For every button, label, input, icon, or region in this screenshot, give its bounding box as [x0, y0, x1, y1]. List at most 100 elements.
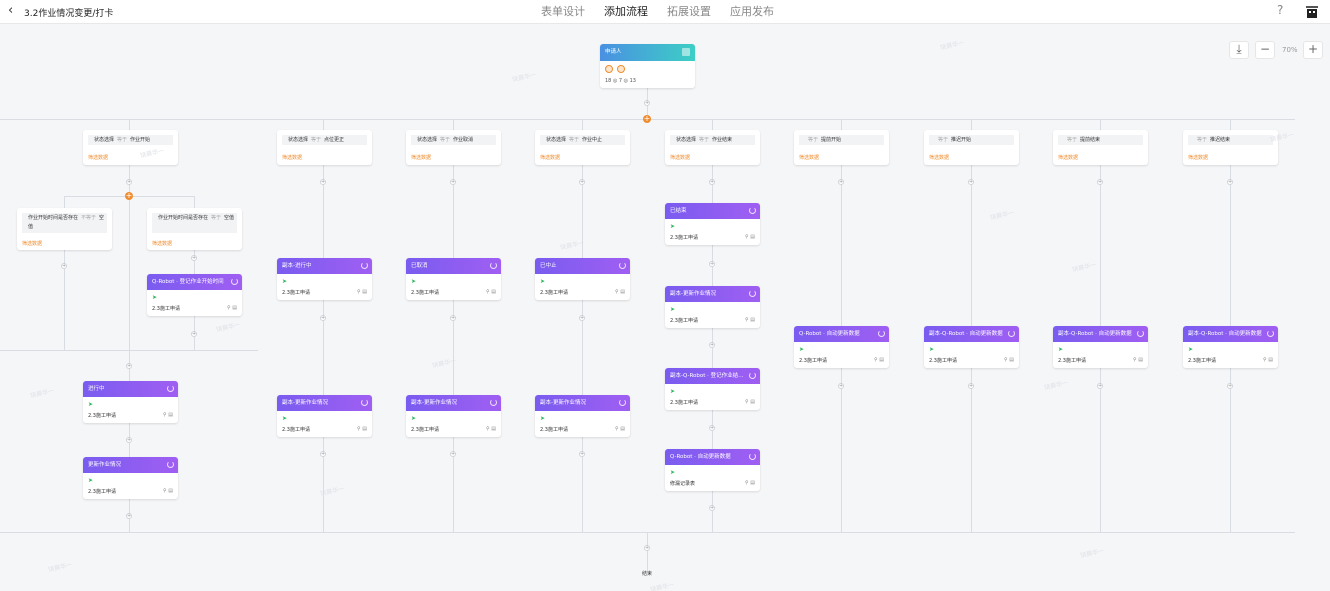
- condition-branch[interactable]: 状态选择等于作业开始筛选数据: [83, 130, 178, 165]
- node-actions-icon[interactable]: ⚲ ▤: [1263, 357, 1273, 363]
- filter-data-link[interactable]: 筛选数据: [411, 155, 432, 161]
- flow-node[interactable]: 更新作业情况➤2.3施工申请⚲ ▤: [83, 457, 178, 499]
- flow-node[interactable]: 已结束➤2.3施工申请⚲ ▤: [665, 203, 760, 245]
- back-icon[interactable]: ‹: [8, 3, 14, 18]
- add-node-button[interactable]: +: [644, 545, 650, 551]
- node-actions-icon[interactable]: ⚲ ▤: [745, 399, 755, 405]
- condition-branch[interactable]: 状态选择等于点位更正筛选数据: [277, 130, 372, 165]
- add-node-button[interactable]: +: [126, 437, 132, 443]
- add-node-button[interactable]: +: [450, 315, 456, 321]
- add-branch-button[interactable]: +: [643, 114, 651, 123]
- filter-data-link[interactable]: 筛选数据: [929, 155, 950, 161]
- condition-branch[interactable]: 等于提前结束筛选数据: [1053, 130, 1148, 165]
- filter-data-link[interactable]: 筛选数据: [282, 155, 303, 161]
- add-node-button[interactable]: +: [709, 425, 715, 431]
- node-actions-icon[interactable]: ⚲ ▤: [227, 305, 237, 311]
- flow-node[interactable]: Q-Robot · 登记作业开始时间➤2.3施工申请⚲ ▤: [147, 274, 242, 316]
- add-node-button[interactable]: +: [709, 261, 715, 267]
- add-node-button[interactable]: +: [968, 383, 974, 389]
- flow-node[interactable]: 副本-Q-Robot · 登记作业结…➤2.3施工申请⚲ ▤: [665, 368, 760, 410]
- tab-add-process[interactable]: 添加流程: [604, 5, 648, 18]
- flow-node[interactable]: 已中止➤2.3施工申请⚲ ▤: [535, 258, 630, 300]
- add-node-button[interactable]: +: [838, 179, 844, 185]
- add-node-button[interactable]: +: [1097, 179, 1103, 185]
- node-actions-icon[interactable]: ⚲ ▤: [745, 317, 755, 323]
- condition-branch[interactable]: 等于推迟开始筛选数据: [924, 130, 1019, 165]
- add-node-button[interactable]: +: [644, 100, 650, 106]
- filter-data-link[interactable]: 筛选数据: [540, 155, 561, 161]
- add-node-button[interactable]: +: [450, 179, 456, 185]
- flow-node[interactable]: 副本-进行中➤2.3施工申请⚲ ▤: [277, 258, 372, 300]
- filter-data-link[interactable]: 筛选数据: [22, 241, 43, 247]
- flow-node[interactable]: 副本-Q-Robot · 自动更新数据➤2.3施工申请⚲ ▤: [924, 326, 1019, 368]
- add-node-button[interactable]: +: [838, 383, 844, 389]
- node-actions-icon[interactable]: ⚲ ▤: [615, 289, 625, 295]
- help-icon[interactable]: ?: [1277, 3, 1284, 17]
- zoom-in-button[interactable]: +: [1303, 41, 1323, 59]
- flow-node[interactable]: 进行中➤2.3施工申请⚲ ▤: [83, 381, 178, 423]
- start-node[interactable]: 申请人 18 ◎ 7 ◎ 13: [600, 44, 695, 88]
- node-actions-icon[interactable]: ⚲ ▤: [1133, 357, 1143, 363]
- filter-data-link[interactable]: 筛选数据: [1188, 155, 1209, 161]
- node-actions-icon[interactable]: ⚲ ▤: [874, 357, 884, 363]
- node-actions-icon[interactable]: ⚲ ▤: [615, 426, 625, 432]
- add-node-button[interactable]: +: [709, 505, 715, 511]
- flow-node[interactable]: 副本-Q-Robot · 自动更新数据➤2.3施工申请⚲ ▤: [1053, 326, 1148, 368]
- flow-node[interactable]: 副本-更新作业情况➤2.3施工申请⚲ ▤: [535, 395, 630, 437]
- flow-node[interactable]: 副本-更新作业情况➤2.3施工申请⚲ ▤: [665, 286, 760, 328]
- node-actions-icon[interactable]: ⚲ ▤: [1004, 357, 1014, 363]
- flow-node[interactable]: 副本-更新作业情况➤2.3施工申请⚲ ▤: [406, 395, 501, 437]
- add-node-button[interactable]: +: [579, 179, 585, 185]
- tab-extend-settings[interactable]: 拓展设置: [667, 5, 711, 18]
- add-node-button[interactable]: +: [126, 363, 132, 369]
- node-actions-icon[interactable]: ⚲ ▤: [486, 426, 496, 432]
- zoom-out-button[interactable]: −: [1255, 41, 1275, 59]
- add-node-button[interactable]: +: [191, 331, 197, 337]
- condition-branch[interactable]: 作业开始时间是否存在不等于空值筛选数据: [17, 208, 112, 250]
- add-node-button[interactable]: +: [61, 263, 67, 269]
- node-actions-icon[interactable]: ⚲ ▤: [357, 289, 367, 295]
- condition-branch[interactable]: 状态选择等于作业取消筛选数据: [406, 130, 501, 165]
- filter-data-link[interactable]: 筛选数据: [799, 155, 820, 161]
- add-node-button[interactable]: +: [126, 179, 132, 185]
- add-node-button[interactable]: +: [968, 179, 974, 185]
- condition-branch[interactable]: 状态选择等于作业结束筛选数据: [665, 130, 760, 165]
- add-node-button[interactable]: +: [579, 451, 585, 457]
- filter-data-link[interactable]: 筛选数据: [88, 155, 109, 161]
- node-actions-icon[interactable]: ⚲ ▤: [163, 412, 173, 418]
- flow-node[interactable]: Q-Robot · 自动更新数据➤修漏记录表⚲ ▤: [665, 449, 760, 491]
- node-actions-icon[interactable]: ⚲ ▤: [745, 480, 755, 486]
- flow-node[interactable]: 副本-Q-Robot · 自动更新数据➤2.3施工申请⚲ ▤: [1183, 326, 1278, 368]
- node-actions-icon[interactable]: ⚲ ▤: [745, 234, 755, 240]
- flow-node[interactable]: 已取消➤2.3施工申请⚲ ▤: [406, 258, 501, 300]
- condition-branch[interactable]: 状态选择等于作业中止筛选数据: [535, 130, 630, 165]
- flow-node[interactable]: 副本-更新作业情况➤2.3施工申请⚲ ▤: [277, 395, 372, 437]
- add-node-button[interactable]: +: [450, 451, 456, 457]
- add-node-button[interactable]: +: [320, 451, 326, 457]
- avatar[interactable]: [1303, 3, 1321, 21]
- filter-data-link[interactable]: 筛选数据: [1058, 155, 1079, 161]
- add-node-button[interactable]: +: [320, 315, 326, 321]
- add-node-button[interactable]: +: [1227, 179, 1233, 185]
- filter-data-link[interactable]: 筛选数据: [152, 241, 173, 247]
- tab-app-publish[interactable]: 应用发布: [730, 5, 774, 18]
- add-node-button[interactable]: +: [320, 179, 326, 185]
- condition-branch[interactable]: 作业开始时间是否存在等于空值筛选数据: [147, 208, 242, 250]
- node-actions-icon[interactable]: ⚲ ▤: [486, 289, 496, 295]
- add-node-button[interactable]: +: [126, 513, 132, 519]
- node-actions-icon[interactable]: ⚲ ▤: [163, 488, 173, 494]
- download-icon[interactable]: ⤓: [1229, 41, 1249, 59]
- tab-form-design[interactable]: 表单设计: [541, 5, 585, 18]
- flow-node[interactable]: Q-Robot · 自动更新数据➤2.3施工申请⚲ ▤: [794, 326, 889, 368]
- add-node-button[interactable]: +: [1097, 383, 1103, 389]
- add-node-button[interactable]: +: [1227, 383, 1233, 389]
- add-node-button[interactable]: +: [709, 179, 715, 185]
- add-branch-button[interactable]: +: [125, 191, 133, 200]
- node-actions-icon[interactable]: ⚲ ▤: [357, 426, 367, 432]
- condition-branch[interactable]: 等于推迟结束筛选数据: [1183, 130, 1278, 165]
- add-node-button[interactable]: +: [579, 315, 585, 321]
- filter-data-link[interactable]: 筛选数据: [670, 155, 691, 161]
- add-node-button[interactable]: +: [191, 255, 197, 261]
- condition-branch[interactable]: 等于提前开始筛选数据: [794, 130, 889, 165]
- add-node-button[interactable]: +: [709, 342, 715, 348]
